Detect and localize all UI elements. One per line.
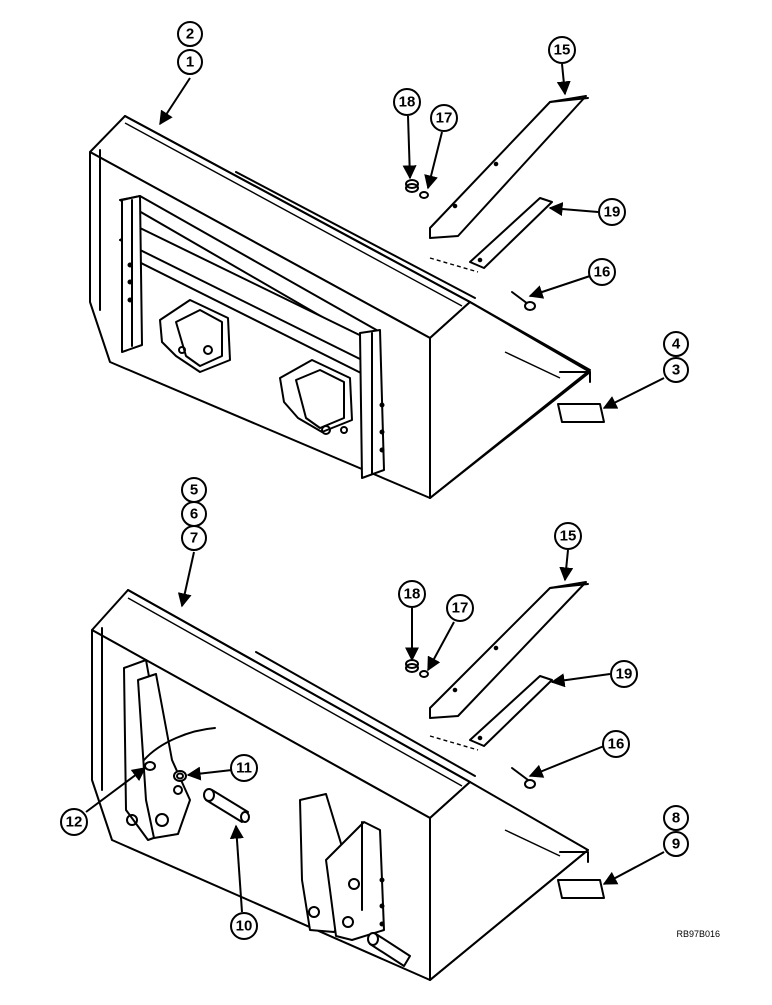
svg-text:18: 18 <box>399 94 416 111</box>
callout-16-top: 16 <box>588 258 616 286</box>
callout-6: 6 <box>181 501 207 527</box>
callout-12: 12 <box>60 808 88 836</box>
callout-8: 8 <box>663 805 689 831</box>
svg-text:17: 17 <box>452 600 469 617</box>
svg-text:1: 1 <box>186 54 194 71</box>
svg-text:5: 5 <box>190 482 198 499</box>
callout-17-top: 17 <box>430 104 458 132</box>
callout-4: 4 <box>663 331 689 357</box>
svg-text:10: 10 <box>236 918 253 935</box>
top-loose-parts <box>405 95 605 423</box>
callout-11: 11 <box>230 754 258 782</box>
svg-text:6: 6 <box>190 506 198 523</box>
callout-9: 9 <box>663 831 689 857</box>
callout-17-bottom: 17 <box>446 594 474 622</box>
svg-text:18: 18 <box>404 586 421 603</box>
callout-19-top: 19 <box>598 198 626 226</box>
svg-text:17: 17 <box>436 110 453 127</box>
svg-text:15: 15 <box>554 42 571 59</box>
callout-5: 5 <box>181 477 207 503</box>
svg-text:12: 12 <box>66 814 83 831</box>
leader-lines <box>85 63 665 913</box>
svg-text:16: 16 <box>594 264 611 281</box>
svg-text:4: 4 <box>672 336 681 353</box>
svg-text:19: 19 <box>604 204 621 221</box>
svg-text:2: 2 <box>186 26 194 43</box>
callout-3: 3 <box>663 357 689 383</box>
bottom-loose-parts <box>405 581 605 899</box>
svg-text:7: 7 <box>190 530 198 547</box>
callout-15-bottom: 15 <box>554 522 582 550</box>
callout-10: 10 <box>230 912 258 940</box>
svg-text:8: 8 <box>672 810 680 827</box>
reference-code: RB97B016 <box>676 929 720 939</box>
callout-15-top: 15 <box>548 36 576 64</box>
callout-1: 1 <box>177 49 203 75</box>
svg-text:16: 16 <box>608 736 625 753</box>
top-bucket <box>89 115 591 499</box>
callout-16-bottom: 16 <box>602 730 630 758</box>
callout-2: 2 <box>177 21 203 47</box>
callout-7: 7 <box>181 525 207 551</box>
svg-text:19: 19 <box>616 666 633 683</box>
svg-text:15: 15 <box>560 528 577 545</box>
callout-18-bottom: 18 <box>398 580 426 608</box>
callout-19-bottom: 19 <box>610 660 638 688</box>
bottom-bucket <box>91 589 589 981</box>
svg-text:11: 11 <box>236 760 252 777</box>
svg-text:3: 3 <box>672 362 680 379</box>
svg-text:9: 9 <box>672 836 680 853</box>
callout-18-top: 18 <box>393 88 421 116</box>
